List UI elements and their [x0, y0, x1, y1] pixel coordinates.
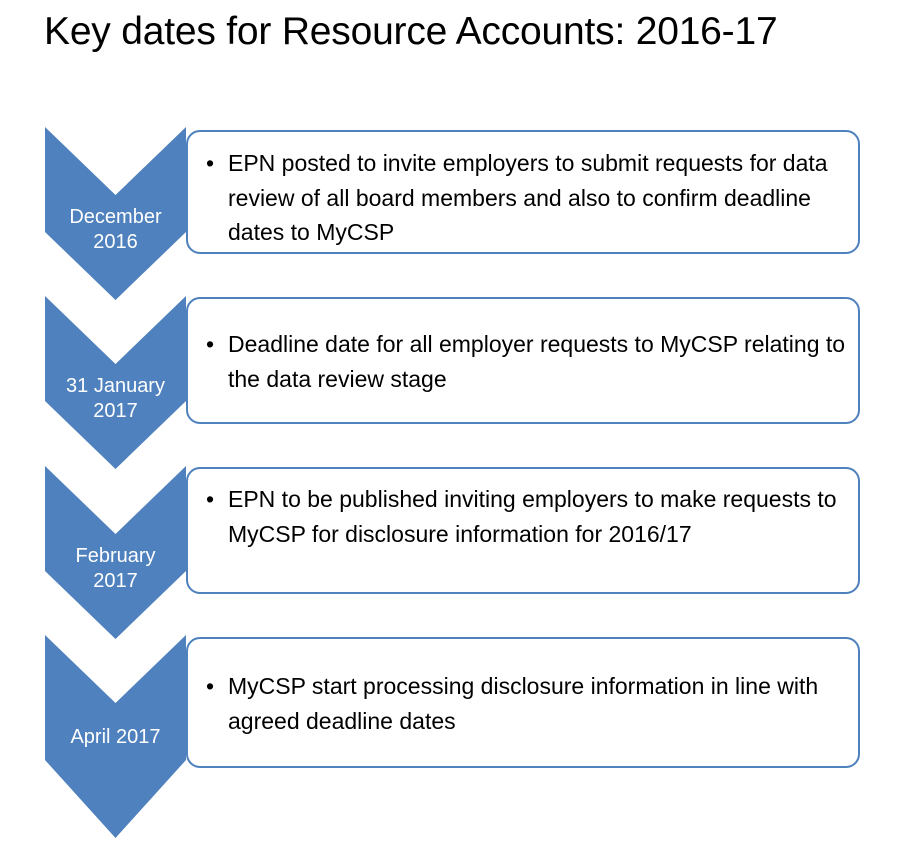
- bullet-text: MyCSP start processing disclosure inform…: [228, 673, 819, 734]
- bullet-point-icon: •: [206, 673, 215, 699]
- list-item: • EPN posted to invite employers to subm…: [202, 146, 846, 250]
- timeline-row: April 2017 • MyCSP start processing disc…: [0, 635, 900, 838]
- bullet-list-4: • MyCSP start processing disclosure info…: [202, 669, 846, 738]
- bullet-point-icon: •: [206, 331, 215, 357]
- chevron-icon: [45, 127, 186, 300]
- content-box-2[interactable]: • Deadline date for all employer request…: [186, 297, 860, 424]
- content-box-3[interactable]: • EPN to be published inviting employers…: [186, 467, 860, 594]
- bullet-list-1: • EPN posted to invite employers to subm…: [202, 146, 846, 250]
- chevron-icon: [45, 466, 186, 639]
- content-box-1[interactable]: • EPN posted to invite employers to subm…: [186, 130, 860, 254]
- bullet-text: EPN posted to invite employers to submit…: [228, 150, 828, 245]
- bullet-list-2: • Deadline date for all employer request…: [202, 327, 846, 396]
- chevron-shape-1: December 2016: [45, 127, 186, 300]
- bullet-point-icon: •: [206, 486, 215, 512]
- chevron-shape-2: 31 January 2017: [45, 296, 186, 469]
- timeline-row: 31 January 2017 • Deadline date for all …: [0, 296, 900, 469]
- chevron-shape-4: April 2017: [45, 635, 186, 838]
- list-item: • Deadline date for all employer request…: [202, 327, 846, 396]
- chevron-icon: [45, 635, 186, 838]
- content-box-4[interactable]: • MyCSP start processing disclosure info…: [186, 637, 860, 768]
- bullet-text: Deadline date for all employer requests …: [228, 331, 846, 392]
- chevron-shape-3: February 2017: [45, 466, 186, 639]
- list-item: • MyCSP start processing disclosure info…: [202, 669, 846, 738]
- list-item: • EPN to be published inviting employers…: [202, 482, 846, 551]
- bullet-text: EPN to be published inviting employers t…: [228, 486, 837, 547]
- bullet-list-3: • EPN to be published inviting employers…: [202, 482, 846, 551]
- timeline-row: February 2017 • EPN to be published invi…: [0, 466, 900, 639]
- page-title: Key dates for Resource Accounts: 2016-17: [44, 10, 778, 53]
- chevron-icon: [45, 296, 186, 469]
- timeline-row: December 2016 • EPN posted to invite emp…: [0, 127, 900, 300]
- bullet-point-icon: •: [206, 150, 215, 176]
